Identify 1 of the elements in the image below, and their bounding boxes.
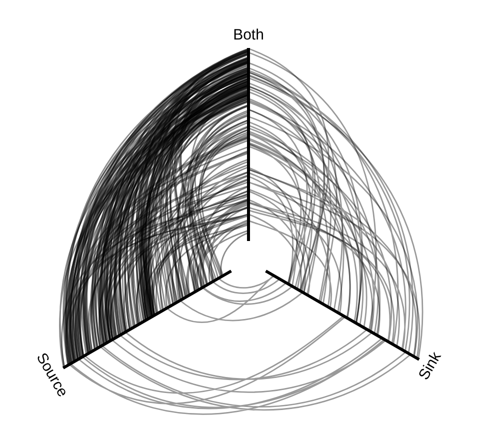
- axis-label: Both: [233, 26, 264, 44]
